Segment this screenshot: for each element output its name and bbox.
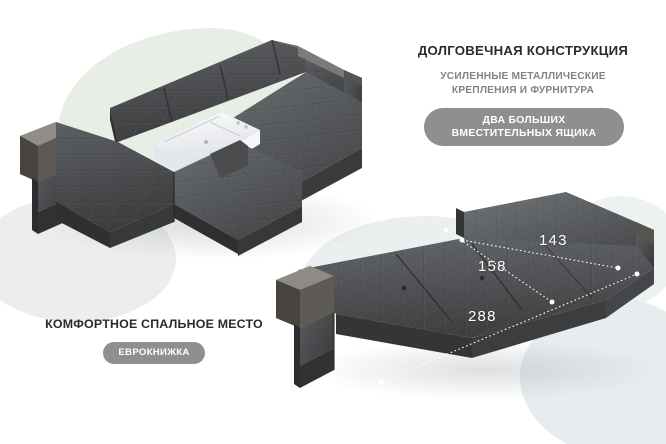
dimension-endpoint-158-end <box>549 299 555 305</box>
sleeping-place-title: КОМФОРТНОЕ СПАЛЬНОЕ МЕСТО <box>45 317 263 331</box>
badge-storage-boxes-line-2: ВМЕСТИТЕЛЬНЫХ ЯЩИКА <box>451 128 597 139</box>
dimension-endpoint-288-start <box>378 379 384 385</box>
dimension-endpoint-158-start <box>443 227 449 233</box>
dimension-line-288 <box>380 273 638 383</box>
badge-storage-boxes: ДВА БОЛЬШИХ ВМЕСТИТЕЛЬНЫХ ЯЩИКА <box>424 108 624 146</box>
dimension-label-158: 158 <box>478 258 507 275</box>
badge-storage-boxes-line-1: ДВА БОЛЬШИХ <box>482 114 566 126</box>
sofa-image-u-shaped-unfolded <box>14 26 386 258</box>
dimension-endpoint-143-start <box>459 237 465 243</box>
feature-subheadline: УСИЛЕННЫЕ МЕТАЛЛИЧЕСКИЕ КРЕПЛЕНИЯ И ФУРН… <box>383 70 663 98</box>
dimension-endpoint-288-end <box>634 271 640 277</box>
feature-subheadline-line-1: УСИЛЕННЫЕ МЕТАЛЛИЧЕСКИЕ <box>440 71 606 82</box>
feature-subheadline-line-2: КРЕПЛЕНИЯ И ФУРНИТУРА <box>451 85 595 97</box>
u-shaped-sofa-illustration <box>20 39 382 258</box>
dimension-line-158 <box>445 229 553 303</box>
dimension-endpoint-143-end <box>615 265 621 271</box>
sofa-bed-illustration <box>276 192 664 398</box>
dimension-line-143 <box>461 239 619 269</box>
sofa-image-bed-with-dimensions <box>276 188 666 398</box>
dimension-label-288: 288 <box>468 308 497 325</box>
feature-headline: ДОЛГОВЕЧНАЯ КОНСТРУКЦИЯ <box>417 43 629 58</box>
badge-mechanism-eurobook: ЕВРОКНИЖКА <box>103 342 205 364</box>
dimension-label-143: 143 <box>539 232 568 249</box>
